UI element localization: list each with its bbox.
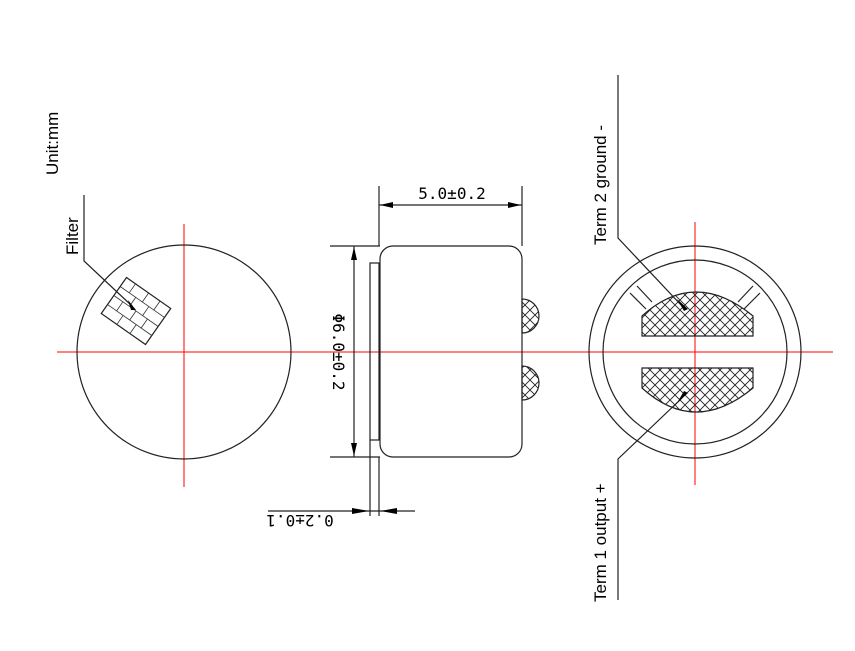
side-view [268,186,540,516]
terminal-bump-top [521,298,540,334]
term2-leader-line [617,75,683,307]
front-view [76,195,292,460]
rear-view [588,75,802,600]
filter-leader-line [83,195,133,307]
terminal-bump-bottom [521,365,540,401]
term1-label: Term 1 output + [591,483,610,602]
terminal-1-pad [641,367,754,413]
terminal-2-pad [641,291,754,337]
unit-label: Unit:mm [43,112,62,175]
term2-label: Term 2 ground - [591,125,610,245]
term1-leader-line [617,397,683,600]
length-dimension: 5.0±0.2 [418,184,485,203]
plate-thickness-dimension: 0.2±0.1 [266,511,333,530]
filter-label: Filter [63,217,82,255]
diameter-dimension: Φ6.0±0.2 [329,313,348,390]
